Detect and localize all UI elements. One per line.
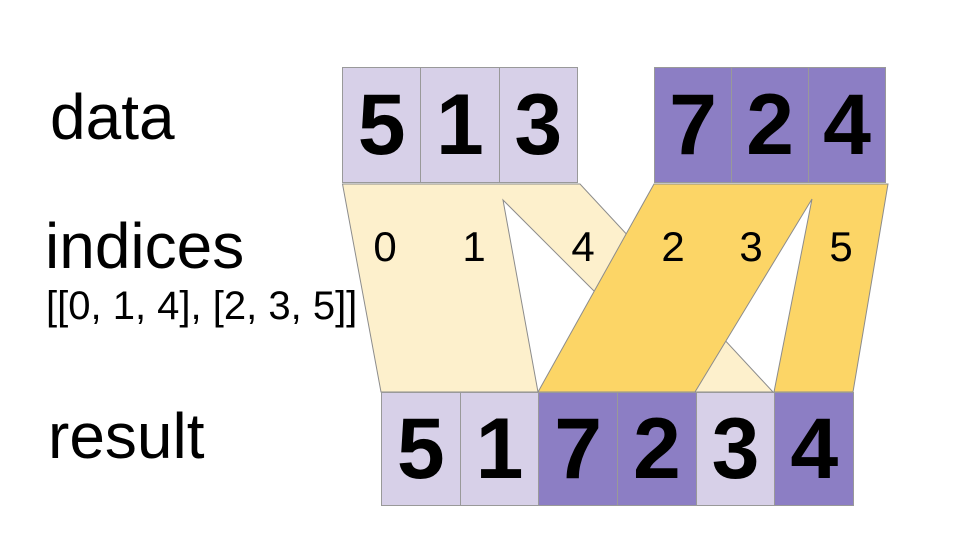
result-cell: 2 — [617, 392, 697, 506]
result-cell: 3 — [695, 392, 776, 506]
index-label: 0 — [373, 223, 397, 270]
result-cell: 7 — [538, 392, 619, 506]
result-label: result — [48, 400, 205, 472]
result-cell: 4 — [774, 392, 855, 506]
data-cell: 3 — [498, 67, 578, 183]
data-cell: 5 — [342, 67, 422, 183]
data-row-group2: 7 2 4 — [654, 67, 886, 183]
result-row: 5 1 7 2 3 4 — [381, 392, 855, 506]
indices-label: indices — [45, 210, 245, 282]
indices-value: [[0, 1, 4], [2, 3, 5]] — [46, 284, 358, 328]
index-label: 4 — [571, 223, 595, 270]
data-row-group1: 5 1 3 — [342, 67, 578, 183]
data-cell: 4 — [808, 67, 886, 183]
result-cell: 5 — [381, 392, 461, 506]
data-cell: 7 — [654, 67, 732, 183]
data-cell: 1 — [420, 67, 500, 183]
index-label: 5 — [829, 223, 853, 270]
data-label: data — [50, 81, 175, 153]
result-cell: 1 — [459, 392, 540, 506]
index-label: 2 — [661, 223, 685, 270]
index-label: 1 — [462, 223, 486, 270]
data-cell: 2 — [731, 67, 809, 183]
index-label: 3 — [739, 223, 763, 270]
